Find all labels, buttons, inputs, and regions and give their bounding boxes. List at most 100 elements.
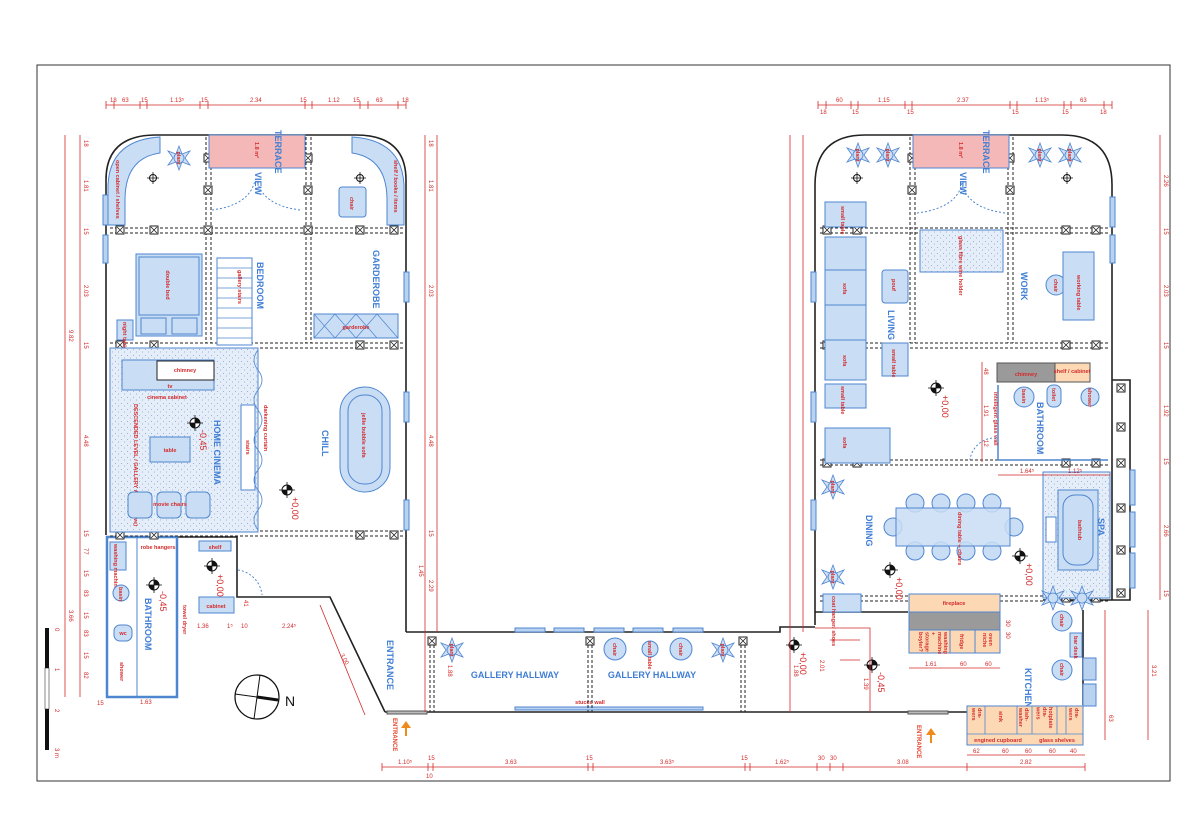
label: 2.24⁵ (282, 623, 297, 630)
label: 18 (427, 140, 433, 147)
chimney-left (156, 360, 215, 381)
label: 63 (376, 98, 383, 104)
chair-label: chair (1058, 614, 1064, 628)
glass-shelves-label: glass shelves (1039, 738, 1075, 744)
drawers-label: dra- wers (1067, 707, 1079, 721)
chair-label: chair (1058, 663, 1064, 677)
label: 10 (426, 774, 433, 780)
sofa-label: sofa (841, 355, 847, 367)
glass-wall-label: intelligent glass wall (992, 392, 998, 446)
room-label-view: VIEW (958, 172, 968, 196)
label: 9.82 (67, 330, 73, 342)
label: 2.01 (818, 660, 824, 672)
plant-icon: plant (167, 145, 191, 171)
label: 18 (82, 140, 88, 147)
label: 1 (53, 668, 59, 672)
label: 15 (82, 612, 88, 619)
level-label: +0,00 (215, 574, 225, 597)
label: 48 (982, 368, 988, 375)
coat-hanger-label: coat hanger/ shoes (830, 596, 836, 646)
basin (1013, 386, 1035, 408)
label: 18 (402, 98, 409, 104)
room-label-work: WORK (1019, 272, 1029, 301)
chimney-label: chimney (1015, 372, 1038, 378)
label-line: wers (1035, 706, 1041, 720)
label: 15 (1062, 110, 1069, 116)
shelf-cabinet-label: shelf / cabinet (1054, 369, 1091, 375)
double-bed-label: double bed (164, 270, 170, 299)
label: 2.34 (250, 98, 262, 104)
entrance-door-left (386, 710, 428, 715)
label: 4.48 (427, 435, 433, 447)
label-line: niche (981, 633, 987, 647)
plant-icon: plant (821, 564, 845, 590)
basin (112, 584, 130, 602)
level-label: -0,45 (876, 672, 886, 693)
label: 30 (818, 756, 825, 762)
label: 15 (427, 530, 433, 537)
basin-label: basin (1020, 389, 1026, 404)
label: 15 (82, 652, 88, 659)
label: 1.45 (417, 565, 423, 577)
basin-label: basin (117, 587, 123, 602)
label: 15 (1162, 228, 1168, 235)
room-label-gallery-1: GALLERY HALLWAY (471, 670, 559, 680)
label: 15 (1162, 342, 1168, 349)
label: 15 (907, 110, 914, 116)
pouf-label: pouf (890, 279, 896, 291)
label: 15 (428, 756, 435, 762)
label: 15 (353, 98, 360, 104)
label-line: washer (1017, 707, 1023, 728)
label: plant (719, 643, 725, 656)
sink-label: sink (997, 711, 1003, 723)
room-label-dining: DINING (864, 515, 874, 547)
level-label: +0,00 (894, 577, 904, 600)
wc (113, 624, 133, 642)
chair-label: chair (348, 197, 354, 211)
fireplace-label: fireplace (943, 601, 966, 607)
kitchen-counter: dra- wers sink dish- washer hotplate dra… (966, 705, 1084, 746)
level-label: +0,00 (798, 652, 808, 675)
label: 30 (1004, 620, 1010, 627)
label: 15 (82, 570, 88, 577)
plant-icon: plant (846, 142, 870, 168)
working-table-label: working table (1075, 274, 1081, 310)
label: 2.82 (1020, 760, 1032, 766)
label-line: washing (942, 631, 948, 656)
label: 18 (820, 110, 827, 116)
stucco-wall-label: stucco wall (575, 700, 605, 706)
room-label-spa: SPA (1096, 518, 1106, 536)
fridge-label: fridge (958, 634, 964, 649)
terrace-area-label: 1.8 m² (253, 142, 260, 158)
cinema-cabinet-label: cinema cabinet (147, 395, 187, 401)
label: 1.61 (925, 662, 937, 668)
left-wing: 1.8 m² TERRACE VIEW open cabinet / shelv… (102, 130, 410, 713)
label-line: dra- (1073, 708, 1079, 720)
label-line: boyler? (917, 632, 923, 653)
label: 2.03 (82, 285, 88, 297)
engined-cupboard-label: engined cupboard (974, 738, 1022, 744)
label: 1.62⁵ (775, 759, 790, 766)
label-line: oven (987, 633, 993, 647)
bar-desk-label: bar desk (1072, 636, 1078, 660)
label: 12 (982, 440, 988, 447)
label: 82 (82, 672, 88, 679)
label: 1.88 (446, 665, 452, 677)
label-line: + (930, 632, 936, 637)
room-label-kitchen: KITCHEN (1023, 668, 1033, 708)
toilet-label: toilet (1050, 388, 1056, 401)
shower (1080, 387, 1100, 407)
chair-label: chair (611, 643, 617, 657)
label: 15 (141, 98, 148, 104)
dishwasher-label: dish- washer (1017, 707, 1029, 728)
drawing-frame (36, 64, 1171, 782)
chair (603, 637, 627, 661)
label: plant (829, 480, 835, 493)
label: garderobe (343, 325, 370, 331)
label: 2.37 (957, 98, 969, 104)
towel-dryer-label: towel dryer (181, 605, 187, 635)
label-line: wers (1067, 707, 1073, 721)
room-label-gallery-2: GALLERY HALLWAY (608, 670, 696, 680)
shower-label: shower (1086, 388, 1092, 408)
label: 15 (97, 701, 104, 707)
